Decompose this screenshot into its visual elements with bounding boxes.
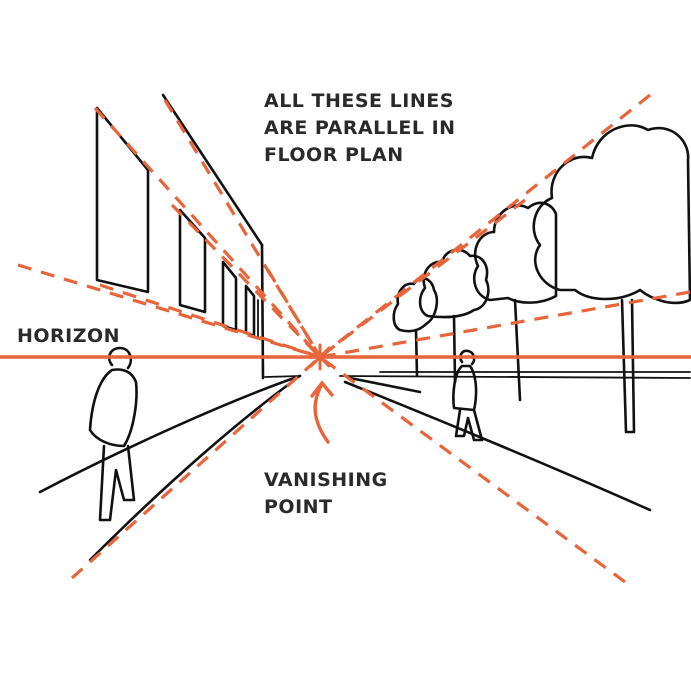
- parallel-note-line-1: ALL THESE LINES: [264, 90, 454, 112]
- guide-line-left-window-base: [99, 283, 321, 359]
- left-road-edge: [88, 380, 294, 562]
- guide-line-right-mid: [319, 290, 691, 359]
- building-window-1: [95, 106, 150, 294]
- guide-line-window-top: [170, 203, 322, 359]
- vanishing-point-label-line-2: POINT: [264, 496, 333, 518]
- guide-line-bottom-left: [70, 355, 322, 580]
- building-roof-line: [161, 93, 264, 247]
- people-sketch: [88, 346, 484, 522]
- ground-lines: [38, 371, 691, 562]
- vanishing-point-arrow: [313, 382, 330, 444]
- tree-trunk-small-2: [414, 328, 419, 378]
- trees-sketch: [392, 124, 691, 434]
- tree-canopy-small-2: [392, 277, 439, 333]
- right-road-edge-inner: [348, 376, 422, 394]
- person-large-body: [88, 368, 138, 448]
- tree-trunk-large: [620, 298, 636, 434]
- person-large-legs: [98, 444, 136, 522]
- tree-canopy-medium: [473, 201, 558, 304]
- vanishing-point-mark: [309, 343, 331, 371]
- vanishing-point-label-line-1: VANISHING: [264, 469, 388, 491]
- far-ground-line: [264, 375, 691, 379]
- building-window-3: [221, 260, 238, 332]
- guide-line-top-left-outer: [93, 106, 322, 359]
- guide-line-right-tree: [319, 198, 526, 359]
- vanishing-point-arrowhead: [310, 380, 334, 398]
- building-window-4: [244, 284, 256, 338]
- guide-line-building-edge: [266, 269, 322, 358]
- tree-trunk-medium: [513, 298, 522, 402]
- tree-trunk-small-1: [452, 314, 457, 384]
- left-sidewalk-line: [38, 374, 302, 494]
- annotation-labels: ALL THESE LINES ARE PARALLEL IN FLOOR PL…: [17, 90, 456, 518]
- perspective-guides: [0, 93, 691, 584]
- horizon-label: HORIZON: [17, 325, 120, 347]
- tree-canopy-small-1: [418, 248, 490, 319]
- guide-line-bottom-right: [319, 355, 626, 584]
- tree-canopy-large: [532, 124, 691, 305]
- person-small-legs: [454, 408, 484, 442]
- building-sketch: [95, 93, 265, 380]
- parallel-note-line-3: FLOOR PLAN: [264, 144, 404, 166]
- right-road-edge: [343, 380, 652, 512]
- parallel-note-line-2: ARE PARALLEL IN: [264, 117, 456, 139]
- guide-line-left-mid: [17, 263, 321, 359]
